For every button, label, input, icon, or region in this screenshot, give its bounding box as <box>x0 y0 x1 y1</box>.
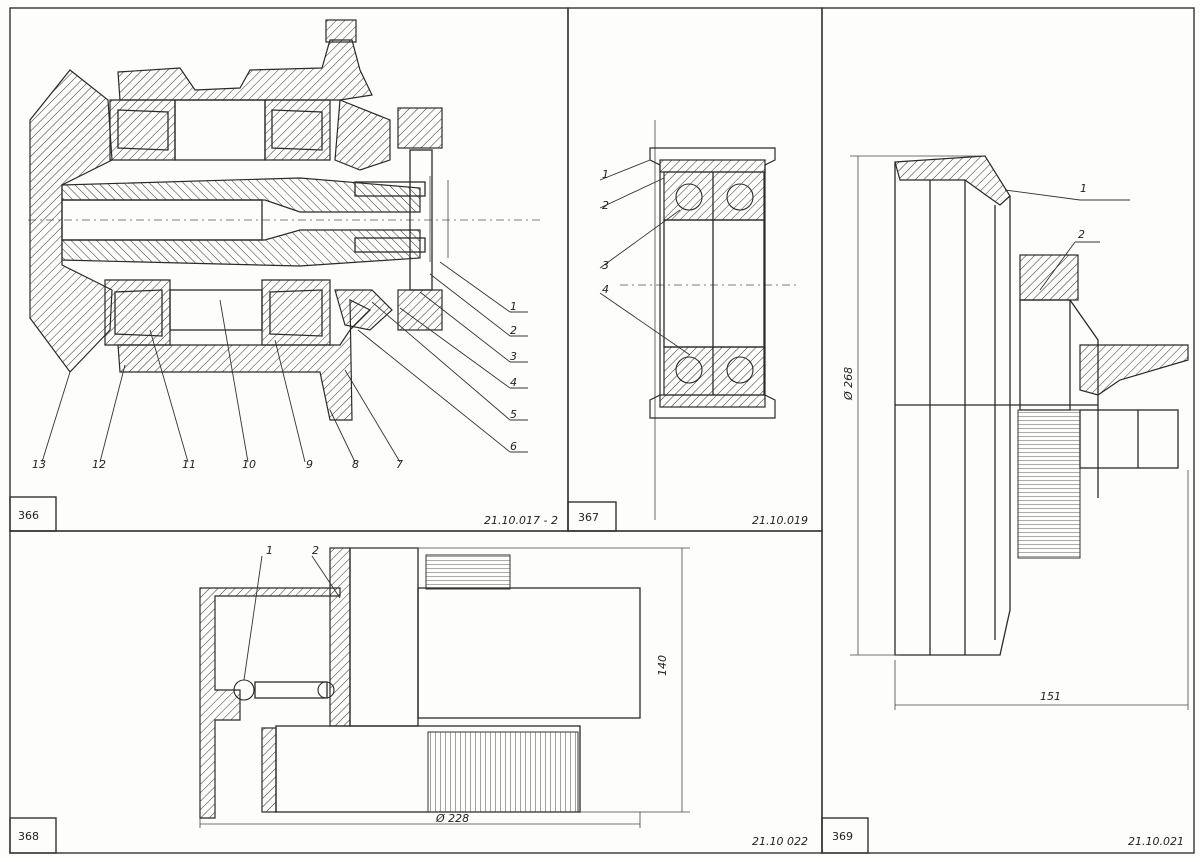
callout-4: 4 <box>602 283 609 296</box>
callout-1: 1 <box>602 168 609 181</box>
panel-367: 1 2 3 4 367 21.10.019 <box>578 120 808 527</box>
housing-top <box>117 39 373 101</box>
figure-number-367: 367 <box>578 511 599 524</box>
panel-368: 140 Ø 228 1 2 368 21.10 022 <box>18 544 808 848</box>
drawing-code-368: 21.10 022 <box>752 835 808 848</box>
figure-number-366: 366 <box>18 509 39 522</box>
drum-section <box>894 155 1011 206</box>
callout-7: 7 <box>396 458 403 471</box>
callout-12: 12 <box>92 458 106 471</box>
callout-1: 1 <box>510 300 517 313</box>
callout-2: 2 <box>510 324 517 337</box>
callout-8: 8 <box>352 458 359 471</box>
callout-9: 9 <box>306 458 313 471</box>
panel-frames <box>9 7 1195 854</box>
callout-11: 11 <box>182 458 196 471</box>
callout-10: 10 <box>242 458 256 471</box>
callout-1: 1 <box>266 544 273 557</box>
dim-diameter-268: Ø 268 <box>842 367 855 401</box>
panel-369: Ø 268 151 1 2 369 21.10.021 <box>832 155 1189 848</box>
drawing-code-369: 21.10.021 <box>1128 835 1184 848</box>
dim-height-140: 140 <box>656 655 669 676</box>
callout-6: 6 <box>510 440 517 453</box>
callout-leaders-366 <box>41 261 528 463</box>
housing-bottom <box>117 299 372 421</box>
callout-3: 3 <box>510 350 517 363</box>
callout-1: 1 <box>1080 182 1087 195</box>
dim-length-151: 151 <box>1040 690 1061 703</box>
callout-4: 4 <box>510 376 517 389</box>
bevel-gear <box>29 69 113 373</box>
drawing-code-366: 21.10.017 - 2 <box>484 514 558 527</box>
dim-diameter-228: Ø 228 <box>435 812 469 825</box>
panel-366: 1 2 3 4 5 6 7 8 9 10 11 12 13 366 21.10.… <box>18 19 558 527</box>
callout-2: 2 <box>602 199 609 212</box>
drawing-code-367: 21.10.019 <box>752 514 808 527</box>
callout-2: 2 <box>312 544 319 557</box>
callout-labels-366: 1 2 3 4 5 6 7 8 9 10 11 12 13 <box>32 300 517 471</box>
callout-2: 2 <box>1078 228 1085 241</box>
figure-number-369: 369 <box>832 830 853 843</box>
callout-5: 5 <box>510 408 517 421</box>
figure-number-368: 368 <box>18 830 39 843</box>
callout-3: 3 <box>602 259 609 272</box>
callout-13: 13 <box>32 458 46 471</box>
pinion-shaft <box>61 177 421 213</box>
